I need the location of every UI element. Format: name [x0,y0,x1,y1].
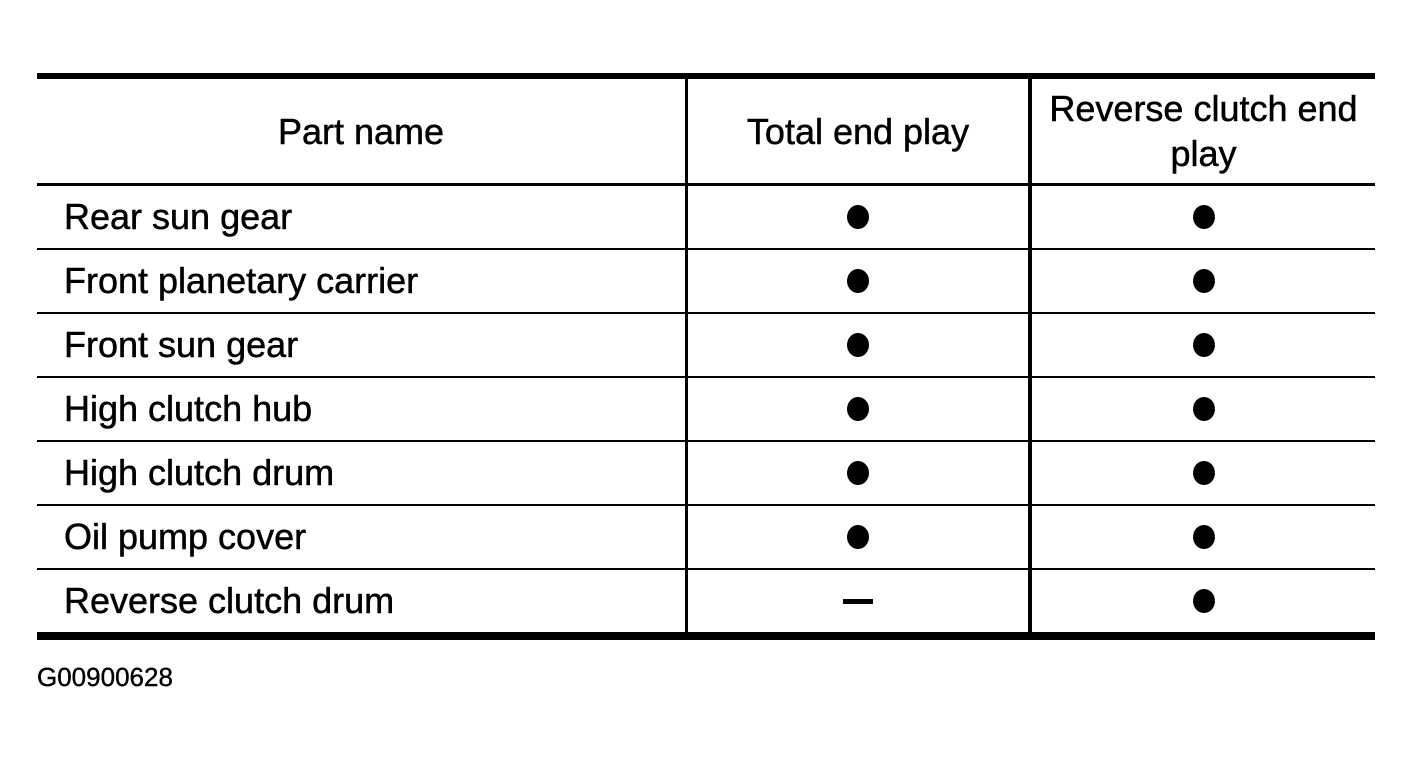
reverse-clutch-end-play-cell [1032,186,1375,250]
table-row: High clutch drum [37,442,1375,506]
table-row: Rear sun gear [37,186,1375,250]
part-name-cell: Reverse clutch drum [37,570,688,632]
figure-id: G00900628 [37,662,173,692]
total-end-play-cell [688,506,1032,570]
table-row: Reverse clutch drum [37,570,1375,632]
total-end-play-cell [688,250,1032,314]
dot-icon [1192,589,1215,613]
total-end-play-cell [688,378,1032,442]
dot-icon [1192,333,1215,357]
column-header-part-name: Part name [37,79,688,186]
part-name-cell: Oil pump cover [37,506,688,570]
table-row: Oil pump cover [37,506,1375,570]
total-end-play-cell [688,314,1032,378]
reverse-clutch-end-play-cell [1032,570,1375,632]
part-name-cell: Rear sun gear [37,186,688,250]
dot-icon [847,525,869,549]
dot-icon [847,461,869,485]
part-name-cell: Front planetary carrier [37,250,688,314]
part-name-cell: High clutch hub [37,378,688,442]
table-header-row: Part name Total end play Reverse clutch … [37,79,1375,186]
dot-icon [847,397,869,421]
reverse-clutch-end-play-cell [1032,378,1375,442]
dot-icon [847,269,869,293]
table-row: Front sun gear [37,314,1375,378]
dot-icon [847,205,869,229]
total-end-play-cell [688,570,1032,632]
reverse-clutch-end-play-cell [1032,442,1375,506]
total-end-play-cell [688,442,1032,506]
dash-icon [843,598,873,604]
dot-icon [1192,461,1215,485]
table-row: High clutch hub [37,378,1375,442]
dot-icon [1192,397,1215,421]
dot-icon [1192,525,1215,549]
table-row: Front planetary carrier [37,250,1375,314]
end-play-table: Part name Total end play Reverse clutch … [37,73,1375,640]
column-header-total-end-play: Total end play [688,79,1032,186]
reverse-clutch-end-play-cell [1032,250,1375,314]
total-end-play-cell [688,186,1032,250]
reverse-clutch-end-play-cell [1032,506,1375,570]
dot-icon [1192,269,1215,293]
dot-icon [847,333,869,357]
part-name-cell: High clutch drum [37,442,688,506]
column-header-reverse-clutch-end-play: Reverse clutch end play [1032,79,1375,186]
part-name-cell: Front sun gear [37,314,688,378]
dot-icon [1192,205,1215,229]
reverse-clutch-end-play-cell [1032,314,1375,378]
